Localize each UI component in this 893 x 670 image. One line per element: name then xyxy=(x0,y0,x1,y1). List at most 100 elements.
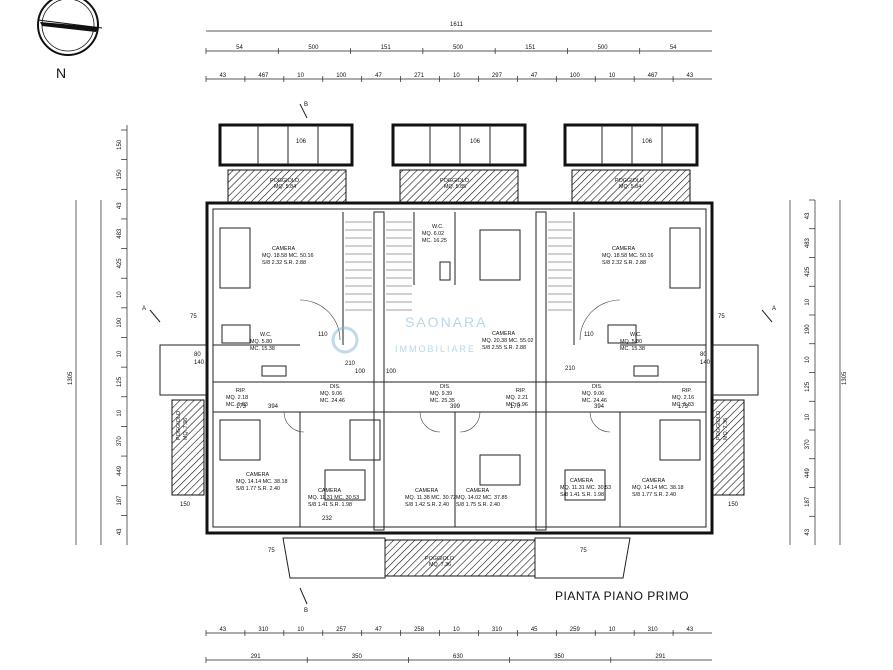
room-name-2: RIP. xyxy=(236,388,246,394)
dim-left-9: 10 xyxy=(117,409,123,416)
dim-bottom-row2-2: 630 xyxy=(453,654,464,660)
dim-right-8: 370 xyxy=(805,439,811,450)
dim-right-11: 43 xyxy=(805,528,811,535)
watermark: SAONARA IMMOBILIARE xyxy=(331,314,487,354)
misc-dim-21: 173 xyxy=(678,404,689,410)
room-ratio-16: S/8 1.41 S.R. 1.98 xyxy=(560,492,604,498)
room-area-17: MQ. 14.14 MC. 38.18 xyxy=(632,485,684,491)
balcony-label-5: POGGIOLO xyxy=(425,556,454,562)
dim-top-row2-1: 500 xyxy=(308,45,319,51)
misc-dim-8: 80 xyxy=(700,352,707,358)
misc-dim-12: 100 xyxy=(355,369,366,375)
watermark-line1: SAONARA xyxy=(405,314,487,330)
dim-bottom-row1-7: 310 xyxy=(492,627,503,633)
room-area-6: MQ. 6.02 xyxy=(422,231,444,237)
dim-top-row3-7: 297 xyxy=(492,73,503,79)
room-area-2: MQ. 2.18 xyxy=(226,395,248,401)
room-ratio-5: S/8 1.41 S.R. 1.98 xyxy=(308,502,352,508)
misc-dim-15: 210 xyxy=(565,366,576,372)
balcony-area-4: MQ. 7.36 xyxy=(723,418,729,440)
room-area-10: MQ. 11.38 MC. 30.72 xyxy=(405,495,456,501)
dim-right-4: 190 xyxy=(805,324,811,335)
dim-left-6: 190 xyxy=(117,317,123,328)
dim-top-row3-8: 47 xyxy=(531,73,538,79)
room-name-0: CAMERA xyxy=(272,246,295,252)
dim-top-row3-9: 100 xyxy=(570,73,581,79)
room-area-7: MQ. 20.38 MC. 55.02 xyxy=(482,338,534,344)
dim-bottom-row1-10: 10 xyxy=(609,627,616,633)
dim-bottom-row1-8: 45 xyxy=(531,627,538,633)
room-name-5: CAMERA xyxy=(318,488,341,494)
room-area-3: MQ. 9.06 xyxy=(320,391,342,397)
room-ratio-15: MC. 5.83 xyxy=(672,402,694,408)
balcony-label-1: POGGIOLO xyxy=(440,178,469,184)
dim-top-row3-4: 47 xyxy=(375,73,382,79)
room-area-12: MQ. 18.58 MC. 50.16 xyxy=(602,253,654,259)
dim-right-9: 449 xyxy=(805,467,811,478)
section-mark-a-right: A xyxy=(772,306,776,312)
section-marks: B B A A xyxy=(142,102,776,614)
side-balconies xyxy=(159,344,759,496)
misc-dim-7: 140 xyxy=(194,360,205,366)
dim-bottom-row1-1: 310 xyxy=(258,627,269,633)
dim-bottom-row2-1: 350 xyxy=(352,654,363,660)
dim-top-row3-10: 10 xyxy=(609,73,616,79)
room-name-10: CAMERA xyxy=(415,488,438,494)
room-area-14: MQ. 9.06 xyxy=(582,391,604,397)
misc-dim-6: 80 xyxy=(194,352,201,358)
dim-top-row3-3: 100 xyxy=(336,73,347,79)
balcony-label-3: POGGIOLO xyxy=(176,411,182,440)
misc-dim-2: 75 xyxy=(268,548,275,554)
dim-right-10: 187 xyxy=(805,496,811,507)
room-name-1: W.C. xyxy=(260,332,272,338)
room-name-7: CAMERA xyxy=(492,331,515,337)
room-name-3: DIS. xyxy=(330,384,340,390)
room-name-8: DIS. xyxy=(440,384,450,390)
room-ratio-4: S/8 1.77 S.R. 2.40 xyxy=(236,486,280,492)
misc-dim-3: 75 xyxy=(580,548,587,554)
room-name-17: CAMERA xyxy=(642,478,665,484)
section-mark-a-left: A xyxy=(142,306,146,312)
dim-bottom-row1-6: 10 xyxy=(453,627,460,633)
room-ratio-3: MC. 24.46 xyxy=(320,398,345,404)
room-ratio-1: MC. 15.38 xyxy=(250,346,275,352)
dim-left-2: 43 xyxy=(117,202,123,209)
dim-right-6: 125 xyxy=(805,381,811,392)
dim-bottom-row2-0: 291 xyxy=(251,654,262,660)
misc-dim-17: 399 xyxy=(450,404,461,410)
misc-dim-24: 106 xyxy=(470,139,481,145)
dim-bottom-row1-4: 47 xyxy=(375,627,382,633)
dim-top-row2-3: 500 xyxy=(453,45,464,51)
dim-left-8: 125 xyxy=(117,376,123,387)
dim-bottom-row1-3: 257 xyxy=(336,627,347,633)
side-dimensions: 1305 1305 150150434834251019010125103704… xyxy=(68,125,848,545)
dim-left-4: 425 xyxy=(117,258,123,269)
misc-dim-23: 106 xyxy=(296,139,307,145)
room-ratio-2: MC. 5.83 xyxy=(226,402,248,408)
misc-dim-1: 75 xyxy=(718,314,725,320)
dim-left-12: 187 xyxy=(117,495,123,506)
dim-left-11: 449 xyxy=(117,465,123,476)
dim-bottom-row1-0: 43 xyxy=(219,627,226,633)
dim-top-row3-5: 271 xyxy=(414,73,425,79)
balcony-label-2: POGGIOLO xyxy=(615,178,644,184)
room-area-4: MQ. 14.14 MC. 38.18 xyxy=(236,479,288,485)
room-area-11: MQ. 14.02 MC. 37.85 xyxy=(456,495,508,501)
balcony-label-4: POGGIOLO xyxy=(716,411,722,440)
dim-bottom-row1-12: 43 xyxy=(687,627,694,633)
room-name-4: CAMERA xyxy=(246,472,269,478)
balcony-area-1: MQ. 5.85 xyxy=(444,184,466,190)
room-ratio-7: S/8 2.55 S.R. 2.88 xyxy=(482,345,526,351)
dim-right-0: 43 xyxy=(805,212,811,219)
room-ratio-8: MC. 25.35 xyxy=(430,398,455,404)
misc-dim-5: 150 xyxy=(728,502,739,508)
misc-dim-13: 100 xyxy=(386,369,397,375)
room-ratio-9: MC. 5.96 xyxy=(506,402,528,408)
misc-dim-4: 150 xyxy=(180,502,191,508)
room-name-16: CAMERA xyxy=(570,478,593,484)
dim-left-0: 150 xyxy=(117,139,123,150)
